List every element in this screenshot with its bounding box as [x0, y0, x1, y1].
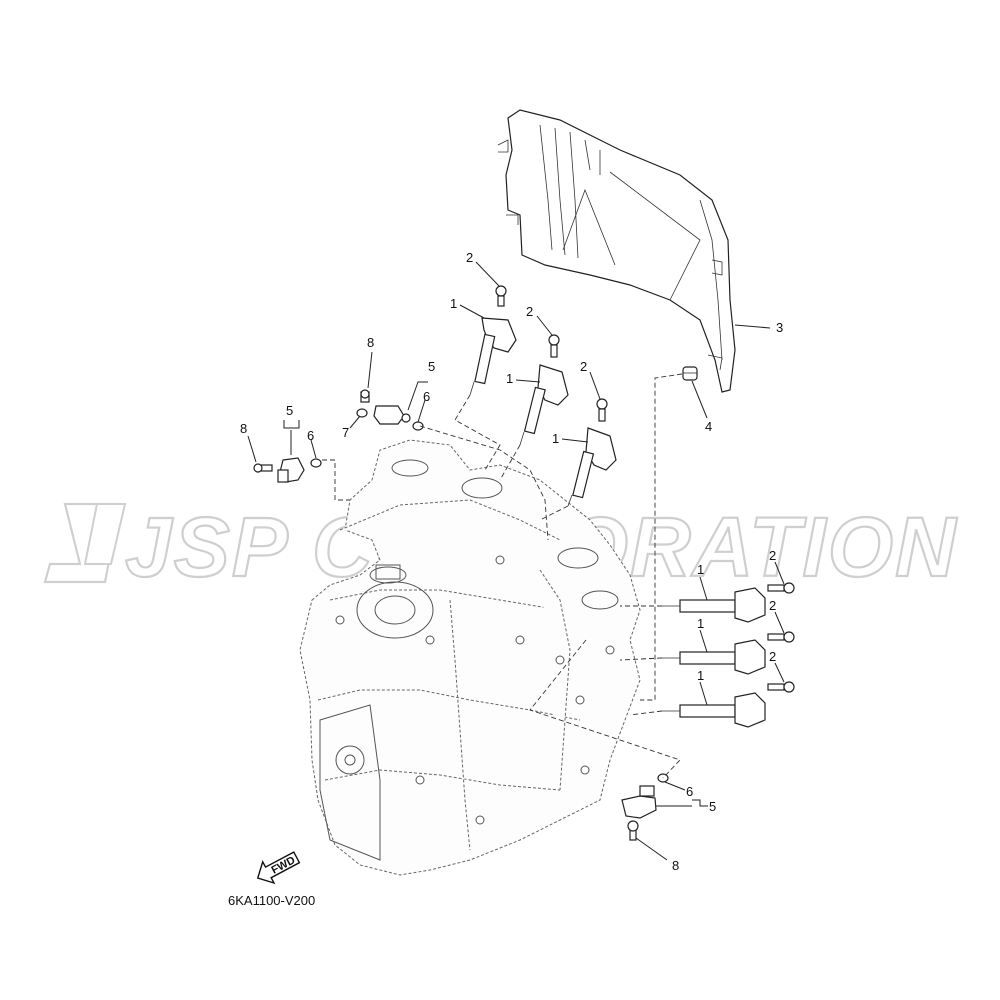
diagram-code: 6KA1100-V200	[228, 893, 316, 908]
callout-ignition-coil: 1	[697, 616, 704, 631]
callout-ignition-coil: 1	[697, 668, 704, 683]
engine-block	[299, 439, 641, 876]
callout-o-ring-small: 7	[342, 425, 349, 440]
sensor-upper-middle	[356, 389, 424, 431]
callout-o-ring: 6	[423, 389, 430, 404]
callout-ignition-coil: 1	[450, 296, 457, 311]
callout-ignition-coil: 1	[506, 371, 513, 386]
fwd-label: FWD	[270, 854, 298, 876]
callout-sensor-bolt: 8	[672, 858, 679, 873]
callout-sensor-assy: 5	[709, 799, 716, 814]
grommet	[682, 366, 698, 381]
callout-sensor-assy: 5	[428, 359, 435, 374]
callout-bolt: 2	[526, 304, 533, 319]
ignition-coil-upper-1	[469, 317, 517, 396]
sensor-upper-left	[253, 457, 322, 483]
callout-sensor-assy: 5	[286, 403, 293, 418]
callout-o-ring: 6	[307, 428, 314, 443]
ignition-coil-upper-2	[519, 364, 569, 446]
assembly-lines	[322, 373, 683, 779]
callout-bolt: 2	[580, 359, 587, 374]
ignition-coil-upper-3	[567, 427, 617, 507]
callouts: 2 1 2 1 2 1 3 4 5 6 8 7 5 6 8 1 1 1 2 2 …	[240, 250, 783, 873]
sensor-lower	[621, 773, 669, 841]
ignition-coil-right-1	[662, 587, 766, 623]
leader-lines	[247, 261, 785, 861]
cover	[497, 109, 736, 393]
ignition-coil-right-3	[662, 692, 766, 728]
bolt-right-2	[767, 631, 795, 643]
callout-cover: 3	[776, 320, 783, 335]
bolt-right-1	[767, 582, 795, 594]
callout-sensor-bolt: 8	[240, 421, 247, 436]
callout-bolt: 2	[769, 598, 776, 613]
bolt-right-3	[767, 681, 795, 693]
bolt-upper-1	[495, 285, 507, 307]
callout-bolt: 2	[466, 250, 473, 265]
fwd-arrow-icon: FWD	[256, 851, 301, 885]
bolt-upper-3	[596, 398, 608, 422]
callout-ignition-coil: 1	[697, 562, 704, 577]
bolt-upper-2	[548, 334, 560, 358]
callout-o-ring: 6	[686, 784, 693, 799]
callout-sensor-bolt: 8	[367, 335, 374, 350]
callout-bolt: 2	[769, 649, 776, 664]
ignition-coil-right-2	[662, 639, 766, 675]
callout-bolt: 2	[769, 548, 776, 563]
callout-ignition-coil: 1	[552, 431, 559, 446]
callout-grommet: 4	[705, 419, 712, 434]
